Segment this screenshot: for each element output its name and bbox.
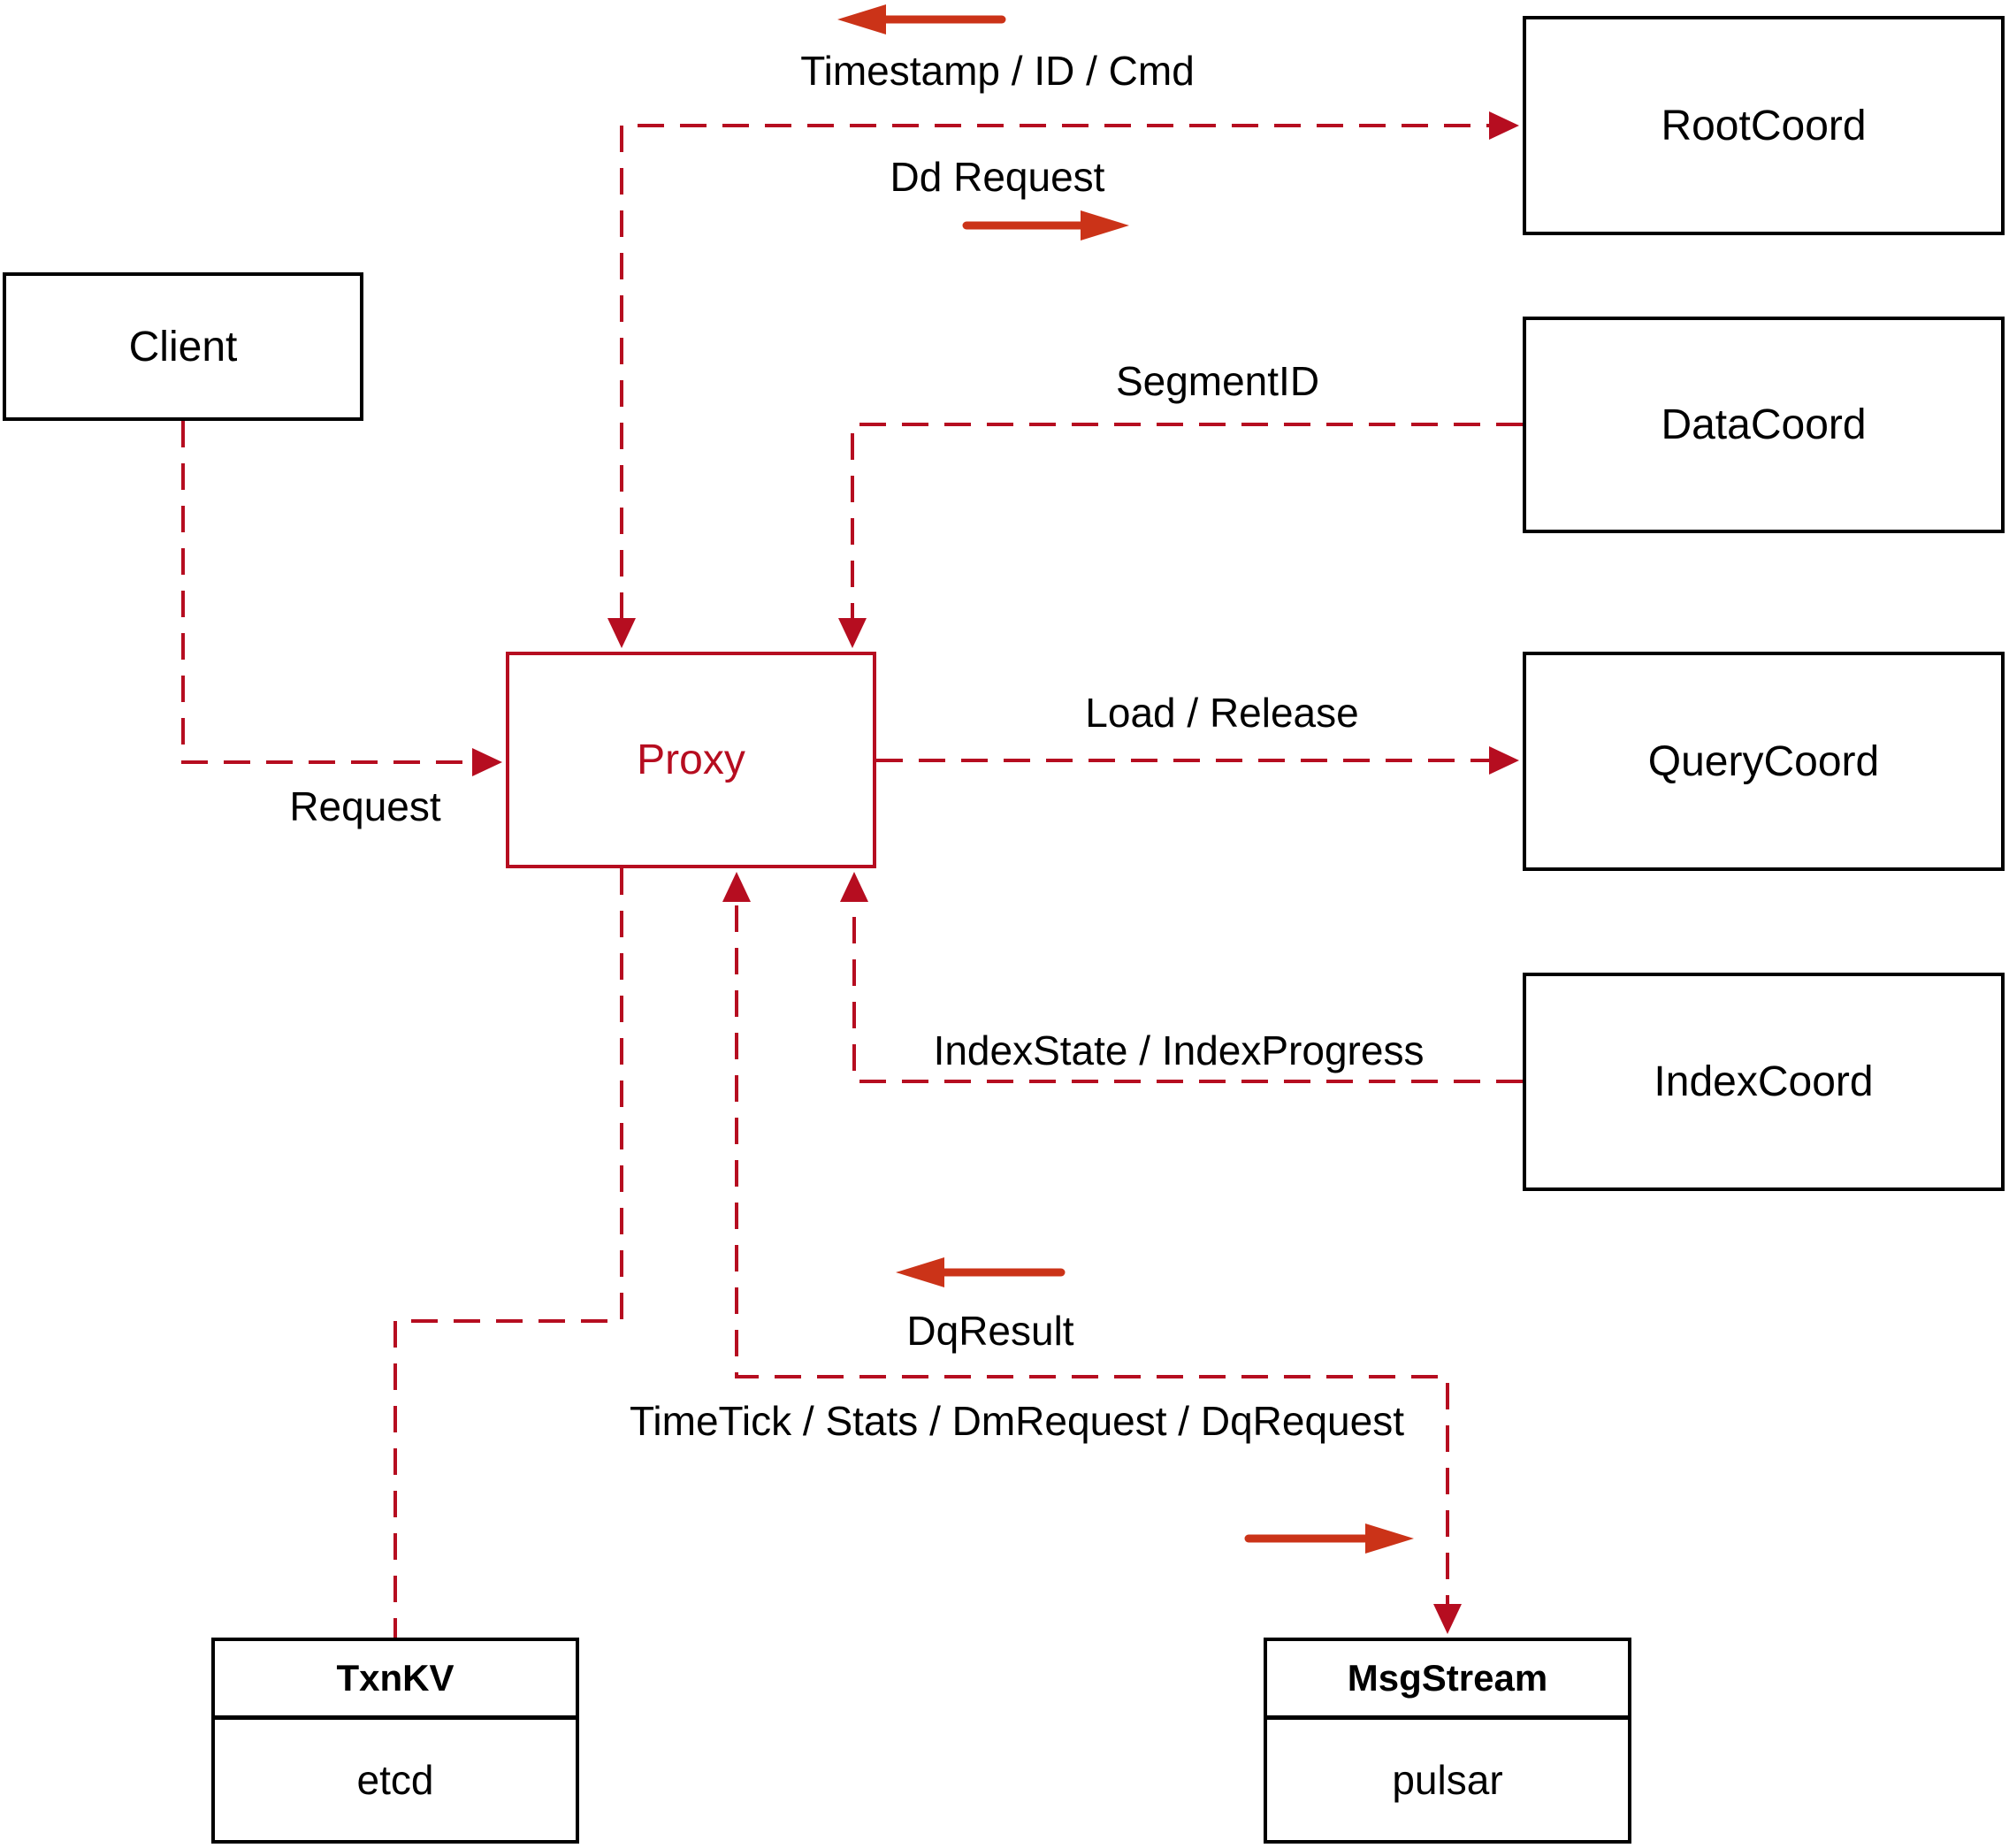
node-rootcoord: RootCoord — [1523, 16, 2005, 235]
edge-label-segment-id: SegmentID — [1115, 358, 1320, 404]
node-querycoord-label: QueryCoord — [1647, 737, 1880, 785]
edge-datacoord-proxy — [851, 423, 1523, 619]
arrowhead-into-proxy-bottom2-icon — [840, 872, 868, 902]
node-indexcoord: IndexCoord — [1523, 973, 2005, 1191]
arrowhead-into-proxy-bottom1-icon — [722, 872, 751, 902]
arrowhead-into-msgstream-icon — [1433, 1604, 1462, 1634]
node-querycoord: QueryCoord — [1523, 652, 2005, 871]
node-msgstream: MsgStream pulsar — [1264, 1638, 1631, 1844]
node-txnkv-subtitle: etcd — [356, 1757, 434, 1803]
node-indexcoord-label: IndexCoord — [1654, 1058, 1874, 1105]
node-msgstream-subtitle: pulsar — [1392, 1757, 1503, 1803]
node-proxy-label: Proxy — [637, 737, 745, 783]
edge-label-dq-result: DqResult — [906, 1308, 1074, 1354]
edge-label-index-state-progress: IndexState / IndexProgress — [933, 1027, 1425, 1073]
arrowhead-into-proxy-top2-icon — [838, 618, 867, 648]
edge-indexcoord-proxy — [852, 905, 1523, 1083]
timestamp-direction-left-arrow-icon — [837, 4, 1006, 34]
dd-request-direction-right-arrow-icon — [962, 210, 1129, 241]
edge-proxy-msgstream — [735, 905, 1449, 1604]
node-datacoord: DataCoord — [1523, 317, 2005, 533]
arrowhead-into-proxy-left-icon — [472, 748, 502, 776]
node-proxy: Proxy — [506, 652, 876, 868]
node-msgstream-title: MsgStream — [1267, 1641, 1628, 1720]
node-txnkv-title: TxnKV — [215, 1641, 576, 1720]
arrowhead-into-querycoord-icon — [1489, 746, 1519, 775]
node-client: Client — [3, 272, 363, 421]
edge-proxy-rootcoord — [620, 124, 1489, 619]
edge-client-proxy — [181, 421, 472, 764]
node-txnkv: TxnKV etcd — [211, 1638, 579, 1844]
edge-proxy-txnkv — [393, 868, 623, 1638]
node-client-label: Client — [128, 323, 238, 370]
edge-label-time-tick-stats: TimeTick / Stats / DmRequest / DqRequest — [630, 1398, 1404, 1444]
arrowhead-into-proxy-top1-icon — [607, 618, 636, 648]
edge-label-timestamp-id-cmd: Timestamp / ID / Cmd — [800, 48, 1195, 94]
edge-label-dd-request: Dd Request — [890, 154, 1105, 200]
node-rootcoord-label: RootCoord — [1661, 102, 1867, 149]
time-tick-direction-right-arrow-icon — [1244, 1523, 1414, 1554]
node-datacoord-label: DataCoord — [1661, 401, 1867, 448]
edge-label-request: Request — [289, 783, 441, 829]
edge-label-load-release: Load / Release — [1085, 690, 1359, 736]
arrowhead-into-rootcoord-icon — [1489, 111, 1519, 140]
dq-result-direction-left-arrow-icon — [896, 1257, 1066, 1287]
